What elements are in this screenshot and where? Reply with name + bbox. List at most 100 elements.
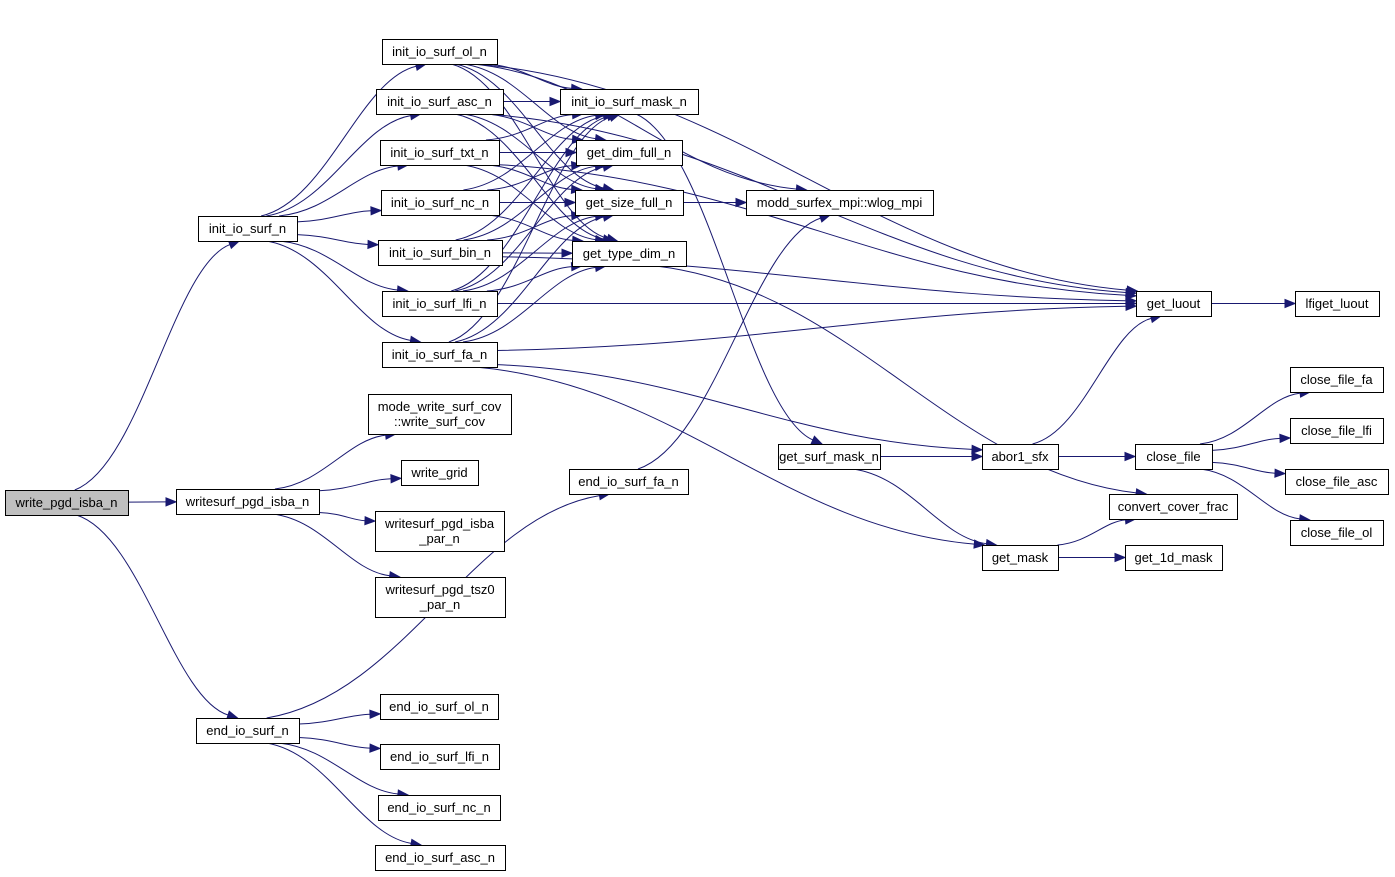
node-get-luout[interactable]: get_luout	[1136, 291, 1212, 317]
node-lfiget-luout[interactable]: lfiget_luout	[1295, 291, 1380, 317]
node-init-io-surf-txt-n[interactable]: init_io_surf_txt_n	[380, 140, 500, 166]
node-label: get_size_full_n	[586, 195, 673, 210]
edge-line	[266, 742, 412, 844]
edge-line	[475, 366, 975, 545]
node-write-surf-cov[interactable]: mode_write_surf_cov::write_surf_cov	[368, 394, 512, 435]
node-abor1-sfx[interactable]: abor1_sfx	[982, 444, 1059, 470]
edge-close-file-to-close-file-asc	[1211, 461, 1287, 478]
node-init-io-surf-n[interactable]: init_io_surf_n	[198, 216, 298, 242]
node-label: abor1_sfx	[991, 449, 1049, 464]
node-box	[778, 444, 881, 470]
edge-init-io-surf-n-to-init-io-surf-bin-n	[296, 234, 380, 250]
node-close-file-fa[interactable]: close_file_fa	[1290, 367, 1384, 393]
node-writesurf-pgd-isba-par-n[interactable]: writesurf_pgd_isba_par_n	[375, 511, 505, 552]
arrowhead-icon	[367, 239, 380, 250]
node-init-io-surf-lfi-n[interactable]: init_io_surf_lfi_n	[382, 291, 498, 317]
node-label: get_type_dim_n	[583, 246, 676, 261]
node-end-io-surf-ol-n[interactable]: end_io_surf_ol_n	[380, 694, 499, 720]
node-writesurf-pgd-isba-n[interactable]: writesurf_pgd_isba_n	[176, 489, 320, 515]
node-box	[380, 694, 499, 720]
node-close-file-ol[interactable]: close_file_ol	[1290, 520, 1384, 546]
node-get-size-full-n[interactable]: get_size_full_n	[575, 190, 684, 216]
node-box	[382, 39, 498, 65]
edge-init-io-surf-mask-n-to-get-surf-mask-n	[635, 113, 824, 445]
edge-get-mask-to-get-1d-mask	[1058, 552, 1127, 563]
node-label: close_file_fa	[1300, 372, 1373, 387]
edge-line	[266, 240, 411, 341]
node-end-io-surf-fa-n[interactable]: end_io_surf_fa_n	[569, 469, 689, 495]
node-box	[576, 140, 683, 166]
arrowhead-icon	[735, 197, 748, 208]
edge-get-type-dim-n-to-convert-cover-frac	[655, 265, 1148, 498]
arrowhead-icon	[1284, 298, 1297, 309]
edge-init-io-surf-fa-n-to-get-size-full-n	[454, 212, 615, 343]
node-write-pgd-isba-n[interactable]: write_pgd_isba_n	[5, 490, 129, 516]
node-close-file-asc[interactable]: close_file_asc	[1285, 469, 1389, 495]
edge-write-pgd-isba-n-to-writesurf-pgd-isba-n	[127, 497, 178, 507]
node-box	[381, 190, 500, 216]
node-box	[401, 460, 479, 486]
node-get-surf-mask-n[interactable]: get_surf_mask_n	[778, 444, 881, 470]
node-label: close_file_lfi	[1301, 423, 1372, 438]
node-label: close_file_ol	[1301, 525, 1373, 540]
node-box	[575, 190, 684, 216]
edge-init-io-surf-fa-n-to-get-luout	[496, 301, 1138, 352]
node-get-1d-mask[interactable]: get_1d_mask	[1125, 545, 1223, 571]
node-label: lfiget_luout	[1306, 296, 1369, 311]
node-init-io-surf-mask-n[interactable]: init_io_surf_mask_n	[560, 89, 699, 115]
node-init-io-surf-fa-n[interactable]: init_io_surf_fa_n	[382, 342, 498, 368]
node-box	[196, 718, 300, 744]
node-init-io-surf-nc-n[interactable]: init_io_surf_nc_n	[381, 190, 500, 216]
node-box	[1290, 520, 1384, 546]
edge-line	[1211, 461, 1276, 474]
arrowhead-icon	[369, 709, 382, 719]
node-label: write_pgd_isba_n	[15, 495, 118, 510]
node-convert-cover-frac[interactable]: convert_cover_frac	[1109, 494, 1238, 520]
node-init-io-surf-bin-n[interactable]: init_io_surf_bin_n	[378, 240, 503, 266]
node-box	[176, 489, 320, 515]
node-get-dim-full-n[interactable]: get_dim_full_n	[576, 140, 683, 166]
node-get-type-dim-n[interactable]: get_type_dim_n	[572, 241, 687, 267]
node-label: close_file_asc	[1296, 474, 1378, 489]
node-box	[382, 342, 498, 368]
node-label: writesurf_pgd_tsz0	[384, 582, 494, 597]
edge-init-io-surf-fa-n-to-get-mask	[475, 366, 986, 549]
node-label: close_file	[1146, 449, 1200, 464]
node-wlog-mpi[interactable]: modd_surfex_mpi::wlog_mpi	[746, 190, 934, 216]
arrowhead-icon	[810, 435, 824, 445]
edge-line	[451, 116, 608, 292]
node-box	[1290, 418, 1384, 444]
node-write-grid[interactable]: write_grid	[401, 460, 479, 486]
node-label: get_luout	[1147, 296, 1201, 311]
edge-line	[279, 240, 398, 291]
arrowhead-icon	[1124, 451, 1137, 462]
node-label: end_io_surf_ol_n	[389, 699, 489, 714]
edge-line	[496, 364, 973, 450]
edge-line	[637, 217, 821, 470]
edge-get-luout-to-lfiget-luout	[1210, 298, 1297, 309]
node-box	[1285, 469, 1389, 495]
node-writesurf-pgd-tsz0-par-n[interactable]: writesurf_pgd_tsz0_par_n	[375, 577, 506, 618]
node-label: end_io_surf_nc_n	[387, 800, 490, 815]
node-init-io-surf-ol-n[interactable]: init_io_surf_ol_n	[382, 39, 498, 65]
node-label: write_grid	[410, 465, 467, 480]
node-get-mask[interactable]: get_mask	[982, 545, 1059, 571]
edge-writesurf-pgd-isba-n-to-write-grid	[318, 473, 403, 492]
node-close-file-lfi[interactable]: close_file_lfi	[1290, 418, 1384, 444]
node-box	[1109, 494, 1238, 520]
node-end-io-surf-lfi-n[interactable]: end_io_surf_lfi_n	[380, 744, 500, 770]
node-close-file[interactable]: close_file	[1135, 444, 1213, 470]
edge-line	[485, 114, 573, 141]
edge-init-io-surf-asc-n-to-init-io-surf-mask-n	[503, 96, 562, 107]
edge-line	[462, 215, 596, 292]
node-end-io-surf-n[interactable]: end_io_surf_n	[196, 718, 300, 744]
node-label: init_io_surf_mask_n	[571, 94, 687, 109]
edge-write-pgd-isba-n-to-end-io-surf-n	[76, 514, 239, 720]
edge-line	[74, 244, 231, 491]
node-init-io-surf-asc-n[interactable]: init_io_surf_asc_n	[376, 89, 504, 115]
edge-line	[272, 513, 390, 577]
edge-line	[455, 115, 604, 241]
node-end-io-surf-nc-n[interactable]: end_io_surf_nc_n	[378, 795, 501, 821]
edge-end-io-surf-n-to-end-io-surf-lfi-n	[298, 736, 382, 753]
node-end-io-surf-asc-n[interactable]: end_io_surf_asc_n	[375, 845, 506, 871]
